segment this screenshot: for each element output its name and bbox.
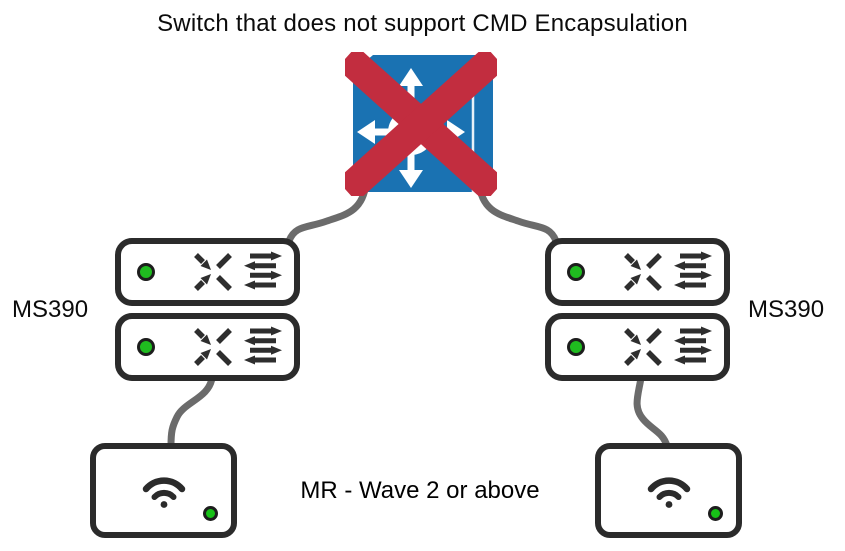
core-switch	[345, 52, 497, 196]
wifi-icon	[647, 476, 690, 508]
status-led	[708, 506, 723, 521]
wifi-icon	[142, 476, 185, 508]
connector-switch-to-left-stack	[285, 179, 370, 245]
connector-switch-to-right-stack	[475, 179, 560, 245]
label-ms390-right: MS390	[748, 296, 825, 323]
ms390-unit	[545, 238, 730, 306]
connector-right-stack-to-ap	[633, 374, 671, 450]
status-led	[137, 263, 155, 281]
mr-access-point	[90, 443, 237, 538]
switch-traffic-icon	[623, 251, 712, 291]
connector-left-stack-to-ap	[167, 374, 216, 450]
mr-access-point	[595, 443, 742, 538]
switch-traffic-icon	[623, 326, 712, 366]
diagram-title: Switch that does not support CMD Encapsu…	[157, 10, 688, 37]
label-ms390-left: MS390	[12, 296, 89, 323]
red-cross-icon	[345, 52, 497, 196]
ms390-unit	[545, 313, 730, 381]
ms390-unit	[115, 313, 300, 381]
switch-traffic-icon	[193, 251, 282, 291]
status-led	[567, 338, 585, 356]
status-led	[203, 506, 218, 521]
status-led	[567, 263, 585, 281]
label-mr-access-points: MR - Wave 2 or above	[300, 477, 540, 504]
switch-traffic-icon	[193, 326, 282, 366]
ms390-unit	[115, 238, 300, 306]
status-led	[137, 338, 155, 356]
